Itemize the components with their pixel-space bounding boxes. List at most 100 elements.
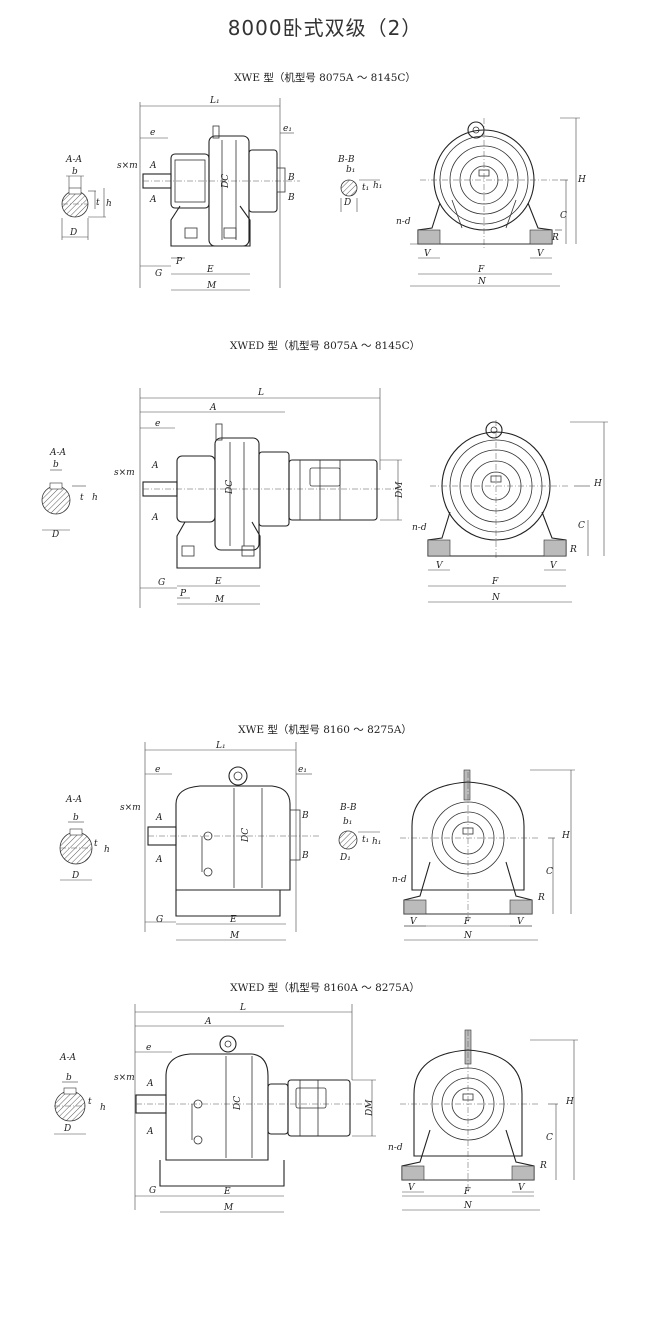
label-nd: n-d — [392, 875, 407, 885]
label-f: F — [491, 577, 499, 587]
end-view: n-d H C R V V F N — [412, 420, 608, 603]
label-d: D — [63, 1124, 71, 1134]
label-hh: H — [565, 1097, 574, 1107]
label-h: h — [92, 493, 98, 503]
label-d: D — [69, 228, 77, 238]
label-a-dim: A — [204, 1017, 212, 1027]
label-r: R — [551, 233, 559, 243]
label-b: b — [66, 1073, 72, 1083]
label-v2: V — [537, 249, 545, 259]
label-d: D — [71, 871, 79, 881]
label-n: N — [477, 277, 487, 287]
label-b: b — [73, 813, 79, 823]
label-b1: B — [287, 173, 295, 183]
label-a1: A — [155, 813, 163, 823]
label-hh: H — [577, 175, 586, 185]
page-title: 8000卧式双级（2） — [227, 16, 423, 40]
label-aa: A-A — [65, 795, 83, 805]
label-h1: h₁ — [373, 181, 382, 191]
label-dc: DC — [241, 828, 251, 843]
label-t: t — [88, 1097, 92, 1107]
label-p: P — [175, 257, 183, 267]
drawing-xwe-large: A-A b t h D L₁ e e₁ s×m A A DC B B — [59, 741, 575, 941]
end-view: n-d H C R V V F N — [392, 769, 575, 941]
label-e-dim: E — [229, 915, 237, 925]
label-b2: B — [287, 193, 295, 203]
label-h: h — [100, 1103, 106, 1113]
label-c: C — [578, 521, 585, 531]
label-v1: V — [436, 561, 444, 571]
label-m: M — [214, 595, 225, 605]
label-dc: DC — [225, 480, 235, 495]
drawing-xwe-small: A-A b t h D L₁ e e₁ s×m A A — [61, 96, 586, 291]
label-e-dim: E — [206, 265, 214, 275]
label-r: R — [537, 893, 545, 903]
label-dc: DC — [233, 1096, 243, 1111]
label-h1: h₁ — [372, 837, 381, 847]
label-b: b — [53, 460, 59, 470]
drawing-xwed-small: A-A b t h D L A e s×m A A DC — [41, 388, 608, 608]
label-v1: V — [410, 917, 418, 927]
label-h: h — [104, 845, 110, 855]
label-b: b — [72, 167, 78, 177]
label-g: G — [158, 578, 165, 588]
label-c: C — [546, 867, 553, 877]
label-d: D — [51, 530, 59, 540]
label-bb: B-B — [337, 155, 355, 165]
label-m: M — [229, 931, 240, 941]
label-bb: B-B — [339, 803, 357, 813]
end-view: n-d H C R V V F N — [388, 1029, 578, 1211]
label-l: L — [239, 1003, 246, 1013]
label-m: M — [206, 281, 217, 291]
side-view: L₁ e e₁ s×m A A DC B B G P E M — [117, 96, 300, 291]
label-aa: A-A — [49, 448, 67, 458]
label-b1s: b₁ — [346, 165, 355, 175]
label-l: L — [257, 388, 264, 398]
label-d1: D₁ — [339, 853, 351, 863]
label-e: e — [146, 1043, 151, 1053]
label-hh: H — [593, 479, 602, 489]
section-2-title: XWED 型（机型号 8075A ～ 8145C） — [229, 340, 421, 352]
section-4-title: XWED 型（机型号 8160A ～ 8275A） — [230, 982, 420, 994]
label-f: F — [477, 265, 485, 275]
label-e-dim: E — [223, 1187, 231, 1197]
label-e-dim: E — [214, 577, 222, 587]
side-view: L₁ e e₁ s×m A A DC B B G E M — [120, 741, 320, 941]
label-a1: A — [151, 461, 159, 471]
label-f: F — [463, 917, 471, 927]
label-n: N — [463, 1201, 473, 1211]
label-a1: A — [149, 161, 157, 171]
label-m: M — [223, 1203, 234, 1213]
label-l1: L₁ — [215, 741, 226, 751]
label-h: h — [106, 199, 112, 209]
section-aa: A-A b t h D — [41, 448, 98, 540]
label-g: G — [149, 1186, 156, 1196]
label-f: F — [463, 1187, 471, 1197]
label-nd: n-d — [388, 1143, 403, 1153]
side-view: L A e s×m A A DC DM G P E M — [114, 388, 405, 608]
label-aa: A-A — [65, 155, 83, 165]
end-view: n-d H C R V V F N — [396, 117, 586, 287]
label-p: P — [179, 589, 187, 599]
label-v2: V — [518, 1183, 526, 1193]
label-n: N — [463, 931, 473, 941]
section-bb: B-B b₁ t₁ h₁ D — [337, 155, 382, 212]
label-c: C — [546, 1133, 553, 1143]
label-sm: s×m — [117, 161, 138, 171]
section-bb: B-B b₁ t₁ h₁ D₁ — [338, 803, 381, 863]
label-hh: H — [561, 831, 570, 841]
label-dm: DM — [365, 1099, 375, 1117]
label-e1: e₁ — [298, 765, 307, 775]
label-dm: DM — [395, 481, 405, 499]
section-3-title: XWE 型（机型号 8160 ～ 8275A） — [238, 724, 412, 736]
label-e: e — [150, 128, 155, 138]
label-a2: A — [155, 855, 163, 865]
label-b1s: b₁ — [343, 817, 352, 827]
section-1-title: XWE 型（机型号 8075A ～ 8145C） — [234, 72, 416, 84]
label-nd: n-d — [412, 523, 427, 533]
label-v2: V — [550, 561, 558, 571]
label-n: N — [491, 593, 501, 603]
label-sm: s×m — [120, 803, 141, 813]
label-sm: s×m — [114, 1073, 135, 1083]
side-view: L A e s×m A A DC DM G E M — [114, 1003, 376, 1213]
